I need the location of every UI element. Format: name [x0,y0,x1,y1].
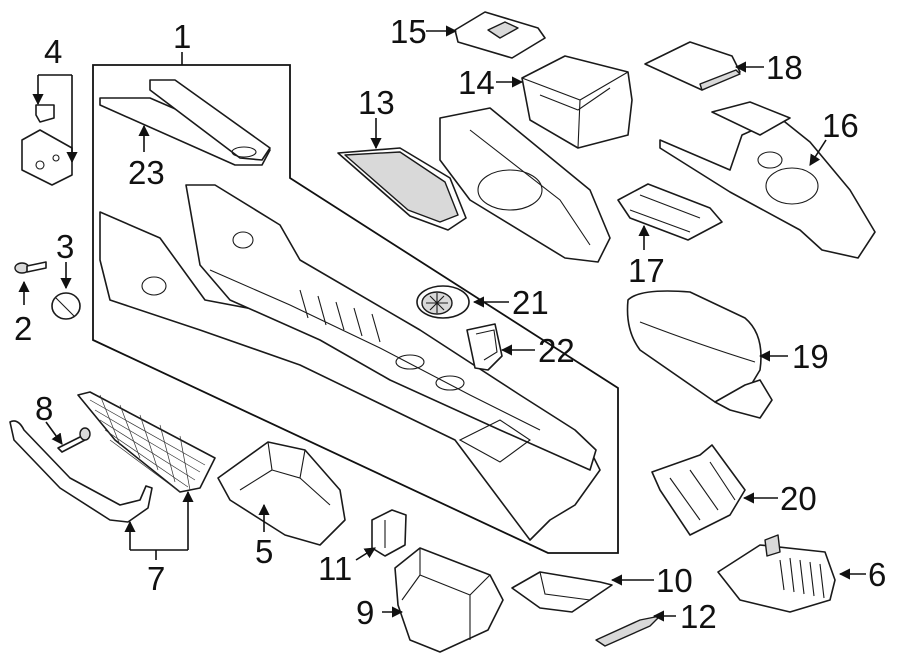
part-6-control-module [717,534,836,613]
callout-6: 6 [868,556,886,593]
part-12-trim-strip [595,615,661,647]
part-14-storage-box [521,55,633,149]
part-23-trim-strip [99,79,271,166]
callout-5: 5 [255,533,273,570]
part-15-tray [454,11,546,59]
part-17-bracket [617,183,723,241]
part-13-top-pad [337,147,467,231]
callout-16: 16 [822,107,859,144]
callout-4: 4 [44,33,62,70]
callout-20: 20 [780,480,817,517]
part-3-clip [51,292,81,320]
callout-11: 11 [318,550,352,587]
callout-9: 9 [356,594,374,631]
part-10-bracket [511,571,613,613]
callout-19: 19 [792,338,829,375]
part-8-pin [57,427,91,453]
callout-15: 15 [390,13,427,50]
part-5-support-box [217,441,346,546]
part-19-armrest-lid [626,290,773,419]
part-1-console-body [99,184,601,541]
leader-lines [18,25,866,622]
part-4-bracket [21,104,73,186]
part-16-upper-trim [659,101,876,259]
callout-1: 1 [173,18,191,55]
callout-3: 3 [56,228,74,265]
callout-17: 17 [628,252,665,289]
assembly-frame [92,64,619,554]
callout-10: 10 [656,562,693,599]
callout-22: 22 [538,332,575,369]
callout-7: 7 [147,560,165,597]
part-18-pad [644,41,741,91]
part-22-socket [466,323,503,371]
part-7-net-pocket [9,391,216,523]
callout-12: 12 [680,598,717,635]
callout-23: 23 [128,154,165,191]
part-console-tray [439,107,611,263]
part-21-badge [416,285,470,319]
callout-21: 21 [512,284,549,321]
part-11-clip [371,509,407,557]
part-9-storage-bin [394,547,504,653]
callout-18: 18 [766,49,803,86]
part-20-side-cover [651,444,746,536]
part-2-screw [14,261,47,274]
callout-8: 8 [35,390,53,427]
callout-2: 2 [14,310,32,347]
callout-14: 14 [458,64,495,101]
callout-13: 13 [358,84,395,121]
